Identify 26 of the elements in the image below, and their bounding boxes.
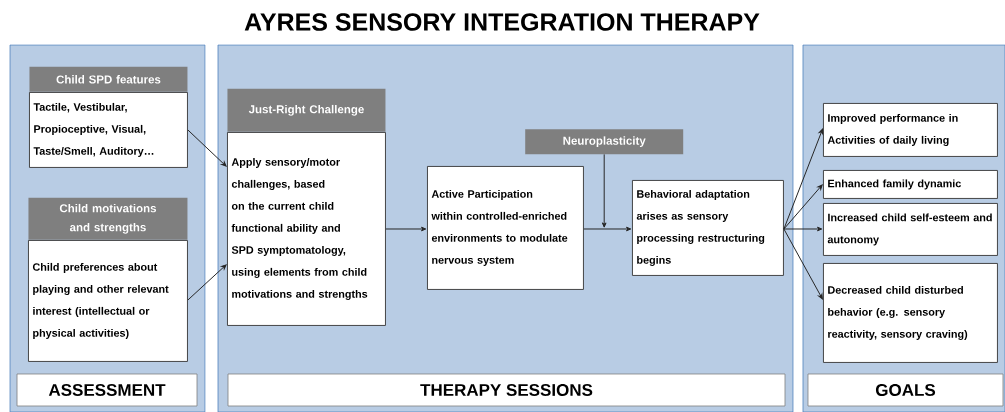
- box-header: Child SPD features: [29, 66, 188, 92]
- text-box: Decreased child disturbed behavior (e.g. sensory reactivity, sensory craving): [823, 263, 998, 363]
- arrow: [187, 264, 227, 301]
- arrow: [783, 228, 823, 300]
- arrow: [385, 226, 427, 232]
- text-box: Apply sensory/motor challenges, based on the current child functional ability and SPD symptomatology, using elements from child motivations and strengths: [227, 132, 386, 326]
- text-box: Behavioral adaptation arises as sensory processing restructuring begins: [632, 180, 784, 276]
- arrow: [783, 184, 823, 230]
- text-box: Tactile, Vestibular, Propioceptive, Visual, Taste/Smell, Auditory…: [29, 92, 188, 168]
- panel-label: THERAPY SESSIONS: [227, 373, 786, 407]
- box-header: Just-Right Challenge: [227, 88, 386, 132]
- box-header: Child motivations and strengths: [28, 197, 188, 240]
- text-box: Active Participation within controlled-enriched environments to modulate nervous system: [427, 166, 584, 290]
- arrow: [601, 153, 607, 228]
- text-box: Improved performance in Activities of daily living: [823, 103, 998, 157]
- arrow: [187, 129, 227, 167]
- panel-label: GOALS: [807, 373, 1004, 407]
- title: AYRES SENSORY INTEGRATION THERAPY: [244, 13, 760, 31]
- panel-label: ASSESSMENT: [16, 373, 198, 407]
- text-box: Increased child self-esteem and autonomy: [823, 203, 998, 256]
- arrow: [783, 128, 824, 230]
- arrow: [783, 226, 823, 232]
- text-box: Enhanced family dynamic: [823, 170, 998, 199]
- arrow: [583, 226, 632, 232]
- box-header: Neuroplasticity: [525, 129, 684, 155]
- text-box: Child preferences about playing and other relevant interest (intellectual or physical activities): [28, 240, 188, 362]
